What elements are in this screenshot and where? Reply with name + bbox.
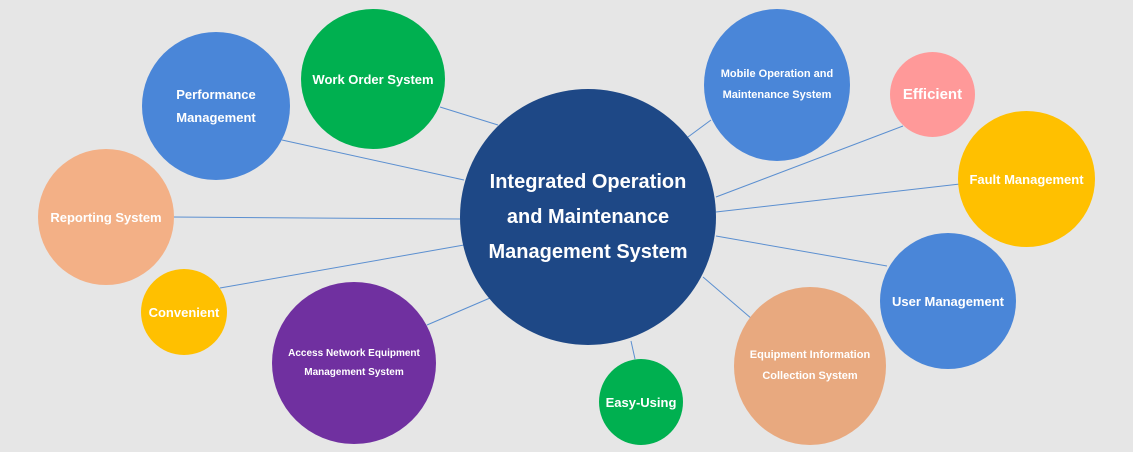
link-fault-management <box>715 183 961 213</box>
link-easy-using <box>630 340 636 360</box>
node-label: Easy-Using <box>605 394 677 410</box>
link-performance <box>281 139 465 181</box>
link-work-order <box>439 106 499 126</box>
node-work-order-system: Work Order System <box>301 9 445 149</box>
node-label: Work Order System <box>312 71 434 87</box>
node-reporting-system: Reporting System <box>38 149 174 285</box>
node-user-management: User Management <box>880 233 1016 369</box>
node-label: Equipment Information Collection System <box>749 349 871 382</box>
node-label: User Management <box>892 293 1004 309</box>
node-easy-using: Easy-Using <box>599 359 683 445</box>
node-label: Mobile Operation and Maintenance System <box>720 68 834 101</box>
node-performance-management: Performance Management <box>142 32 290 180</box>
node-label: Fault Management <box>969 171 1084 187</box>
node-equipment-information-collection: Equipment Information Collection System <box>734 287 886 445</box>
node-label: Efficient <box>902 85 963 103</box>
link-user-management <box>715 235 888 267</box>
link-reporting <box>171 216 462 220</box>
node-label: Reporting System <box>50 209 162 225</box>
node-label: Performance Management <box>176 87 256 125</box>
link-convenient <box>219 244 465 289</box>
link-access-network <box>426 297 491 326</box>
node-fault-management: Fault Management <box>958 111 1095 247</box>
node-efficient: Efficient <box>890 52 975 137</box>
center-node-label: Integrated Operation and Maintenance Man… <box>488 170 688 263</box>
node-mobile-operation-maintenance: Mobile Operation and Maintenance System <box>704 9 850 161</box>
node-access-network-equipment: Access Network Equipment Management Syst… <box>272 282 436 444</box>
link-mobile-om <box>687 119 712 138</box>
link-efficient <box>715 125 904 198</box>
center-node-integrated-om-system: Integrated Operation and Maintenance Man… <box>460 89 716 345</box>
node-label: Convenient <box>148 304 220 320</box>
node-label: Access Network Equipment Management Syst… <box>288 348 420 378</box>
link-equipment-info <box>702 276 753 320</box>
node-convenient: Convenient <box>141 269 227 355</box>
